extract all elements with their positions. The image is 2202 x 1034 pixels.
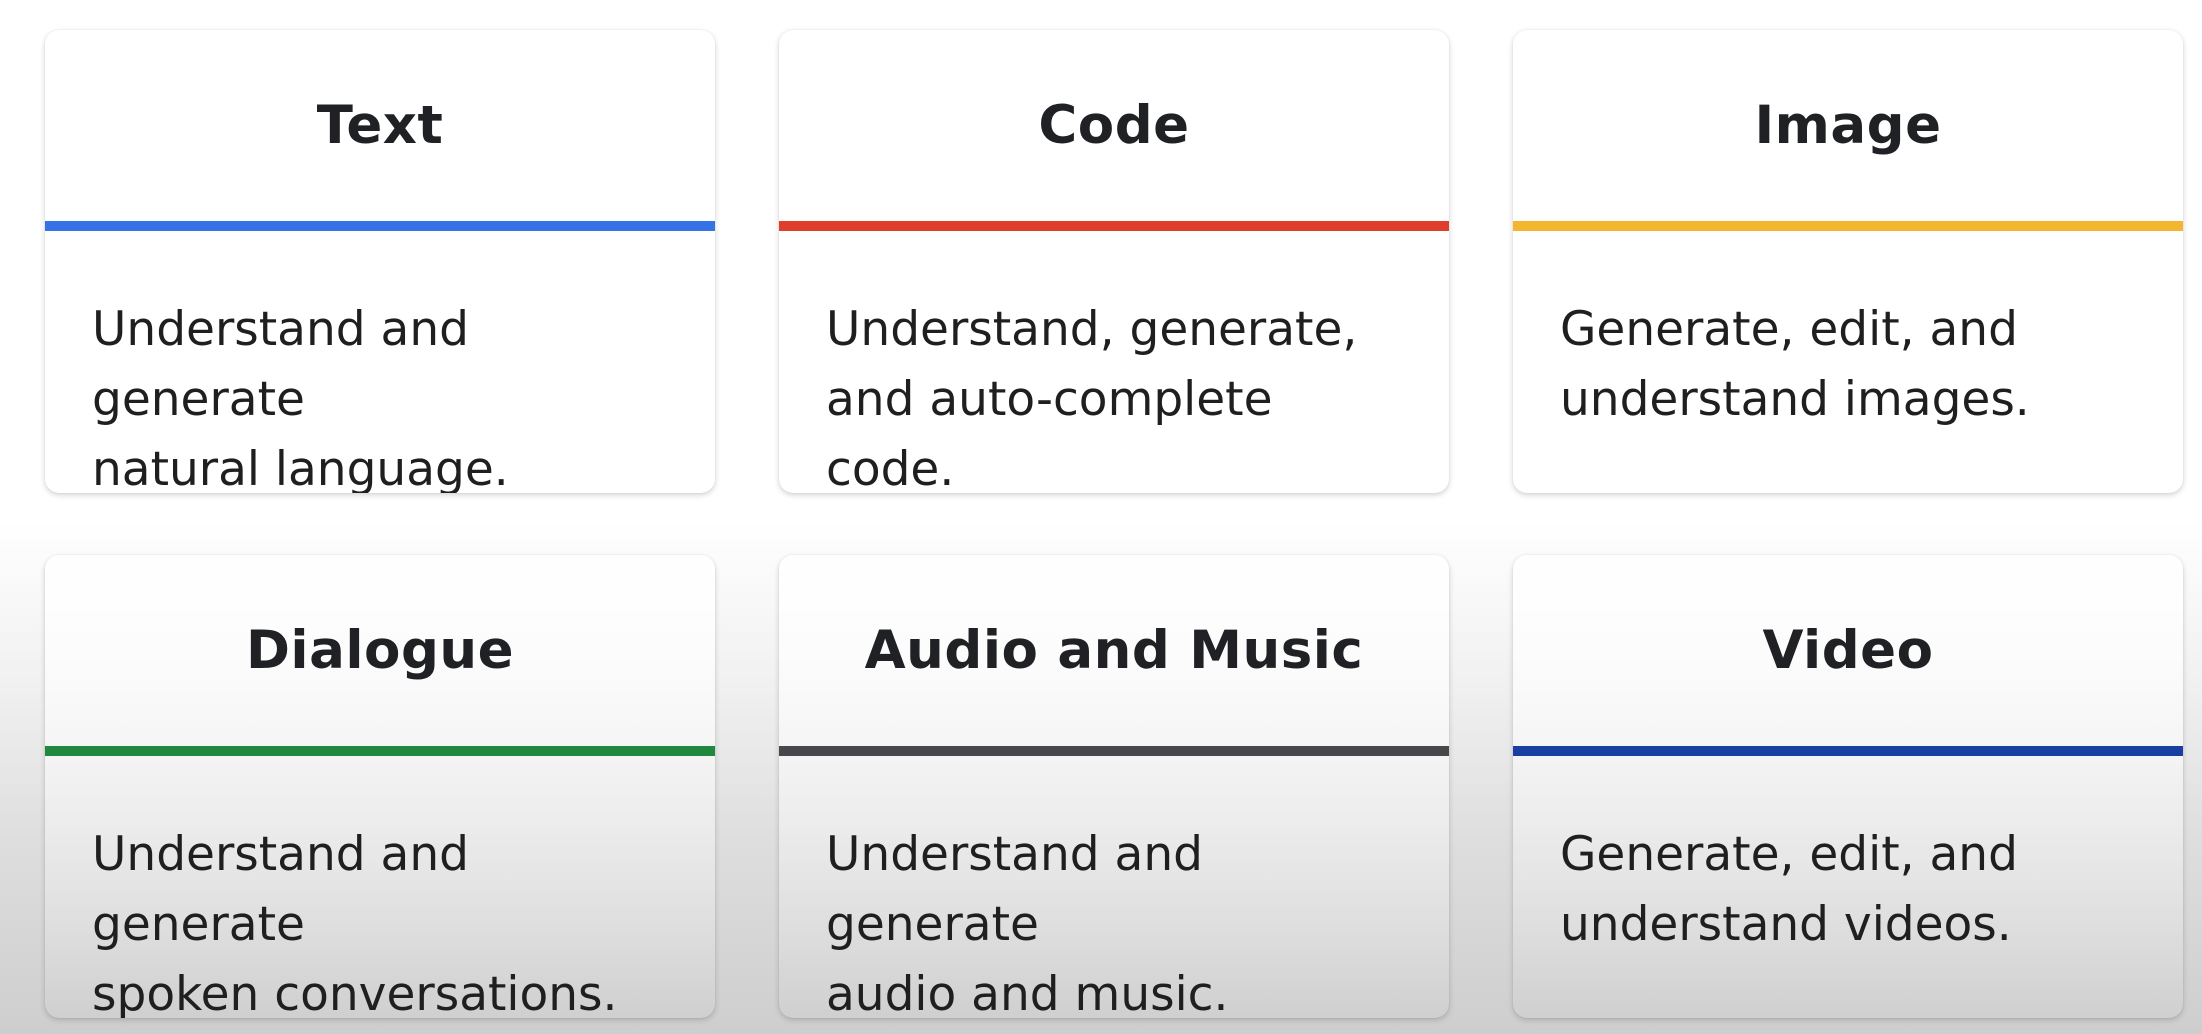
card-header: Code (779, 30, 1449, 221)
card-accent-line (45, 221, 715, 231)
capability-grid: Text Understand and generate natural lan… (45, 30, 2184, 1018)
card-video[interactable]: Video Generate, edit, and understand vid… (1513, 555, 2183, 1018)
card-description: Understand and generate audio and music. (826, 827, 1229, 1018)
card-title: Video (1762, 620, 1934, 681)
card-header: Video (1513, 555, 2183, 746)
card-code[interactable]: Code Understand, generate, and auto-comp… (779, 30, 1449, 493)
card-header: Dialogue (45, 555, 715, 746)
card-header: Image (1513, 30, 2183, 221)
card-title: Code (1038, 95, 1190, 156)
card-title: Audio and Music (864, 620, 1364, 681)
card-title: Text (316, 95, 444, 156)
card-accent-line (779, 746, 1449, 756)
card-description: Generate, edit, and understand images. (1560, 302, 2030, 427)
card-text[interactable]: Text Understand and generate natural lan… (45, 30, 715, 493)
card-description: Generate, edit, and understand videos. (1560, 827, 2018, 952)
card-header: Text (45, 30, 715, 221)
card-dialogue[interactable]: Dialogue Understand and generate spoken … (45, 555, 715, 1018)
card-image[interactable]: Image Generate, edit, and understand ima… (1513, 30, 2183, 493)
card-audio-and-music[interactable]: Audio and Music Understand and generate … (779, 555, 1449, 1018)
card-title: Dialogue (245, 620, 515, 681)
card-description: Understand and generate spoken conversat… (92, 827, 618, 1018)
card-title: Image (1754, 95, 1942, 156)
card-accent-line (1513, 221, 2183, 231)
card-description: Understand, generate, and auto-complete … (826, 302, 1358, 493)
card-header: Audio and Music (779, 555, 1449, 746)
card-description: Understand and generate natural language… (92, 302, 509, 493)
card-accent-line (779, 221, 1449, 231)
card-accent-line (1513, 746, 2183, 756)
card-accent-line (45, 746, 715, 756)
